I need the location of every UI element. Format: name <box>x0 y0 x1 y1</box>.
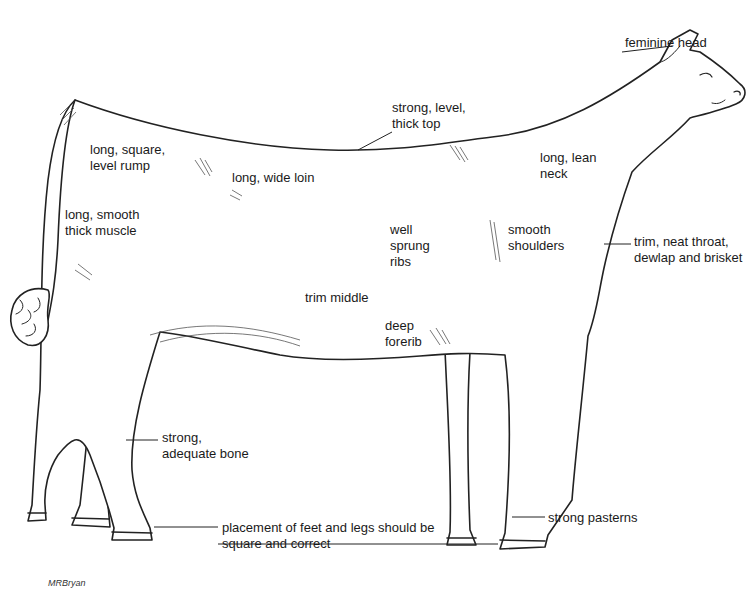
part-label: deep forerib <box>385 318 440 350</box>
part-label: long, wide loin <box>232 170 314 186</box>
part-label: feminine head <box>625 35 707 51</box>
part-label: smooth shoulders <box>508 222 580 254</box>
part-label: long, smooth thick muscle <box>65 207 165 239</box>
part-label: strong pasterns <box>548 510 638 526</box>
part-label: placement of feet and legs should be squ… <box>222 520 437 552</box>
part-label: strong, level, thick top <box>392 100 487 132</box>
part-label: long, lean neck <box>540 150 602 182</box>
part-label: trim, neat throat, dewlap and brisket <box>634 234 749 266</box>
part-label: trim middle <box>305 290 369 306</box>
signature: MRBryan <box>48 578 86 588</box>
part-label: long, square, level rump <box>90 142 190 174</box>
part-label: strong, adequate bone <box>162 430 252 462</box>
part-label: well sprung ribs <box>390 222 452 270</box>
